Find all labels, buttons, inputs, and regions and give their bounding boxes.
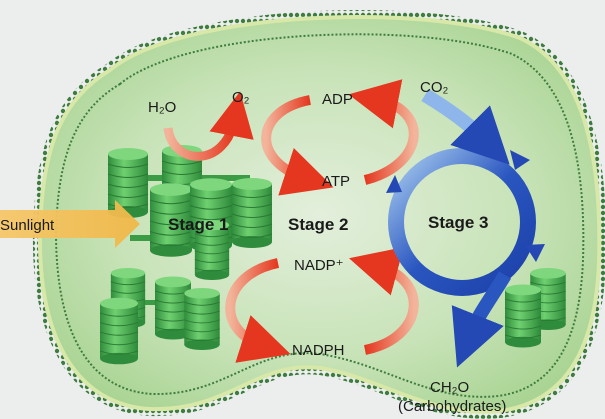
carbohydrates-label: (Carbohydrates) xyxy=(398,398,506,415)
nadph-label: NADPH xyxy=(292,342,345,359)
water-to-oxygen-arrow xyxy=(163,91,254,161)
co2-label: CO₂ xyxy=(420,79,449,96)
calvin-cycle-arrows xyxy=(386,88,545,368)
ch2o-label: CH₂O xyxy=(430,379,469,396)
thylakoid-grana-lower xyxy=(99,267,221,365)
stage-3-label: Stage 3 xyxy=(428,213,488,232)
atp-label: ATP xyxy=(322,173,350,190)
nadp-plus-label: NADP⁺ xyxy=(294,257,344,274)
adp-atp-cycle-arrows xyxy=(261,79,419,196)
sunlight-label: Sunlight xyxy=(0,217,55,234)
stage-1-label: Stage 1 xyxy=(168,215,228,234)
carbohydrate-output-arrow xyxy=(451,271,512,368)
nadp-nadph-cycle-arrows xyxy=(225,247,419,363)
h2o-label: H₂O xyxy=(148,99,176,116)
o2-label: O₂ xyxy=(232,89,250,106)
thylakoid-grana-upper xyxy=(107,144,273,281)
sunlight-arrow xyxy=(0,200,140,248)
stage-2-label: Stage 2 xyxy=(288,215,348,234)
nadp-to-nadph-arrow xyxy=(225,258,291,363)
atp-to-adp-arrow xyxy=(348,79,419,185)
adp-label: ADP xyxy=(322,91,353,108)
adp-to-atp-arrow xyxy=(261,95,334,196)
nadph-to-nadp-arrow xyxy=(349,247,419,355)
co2-input-arrow xyxy=(421,88,510,165)
